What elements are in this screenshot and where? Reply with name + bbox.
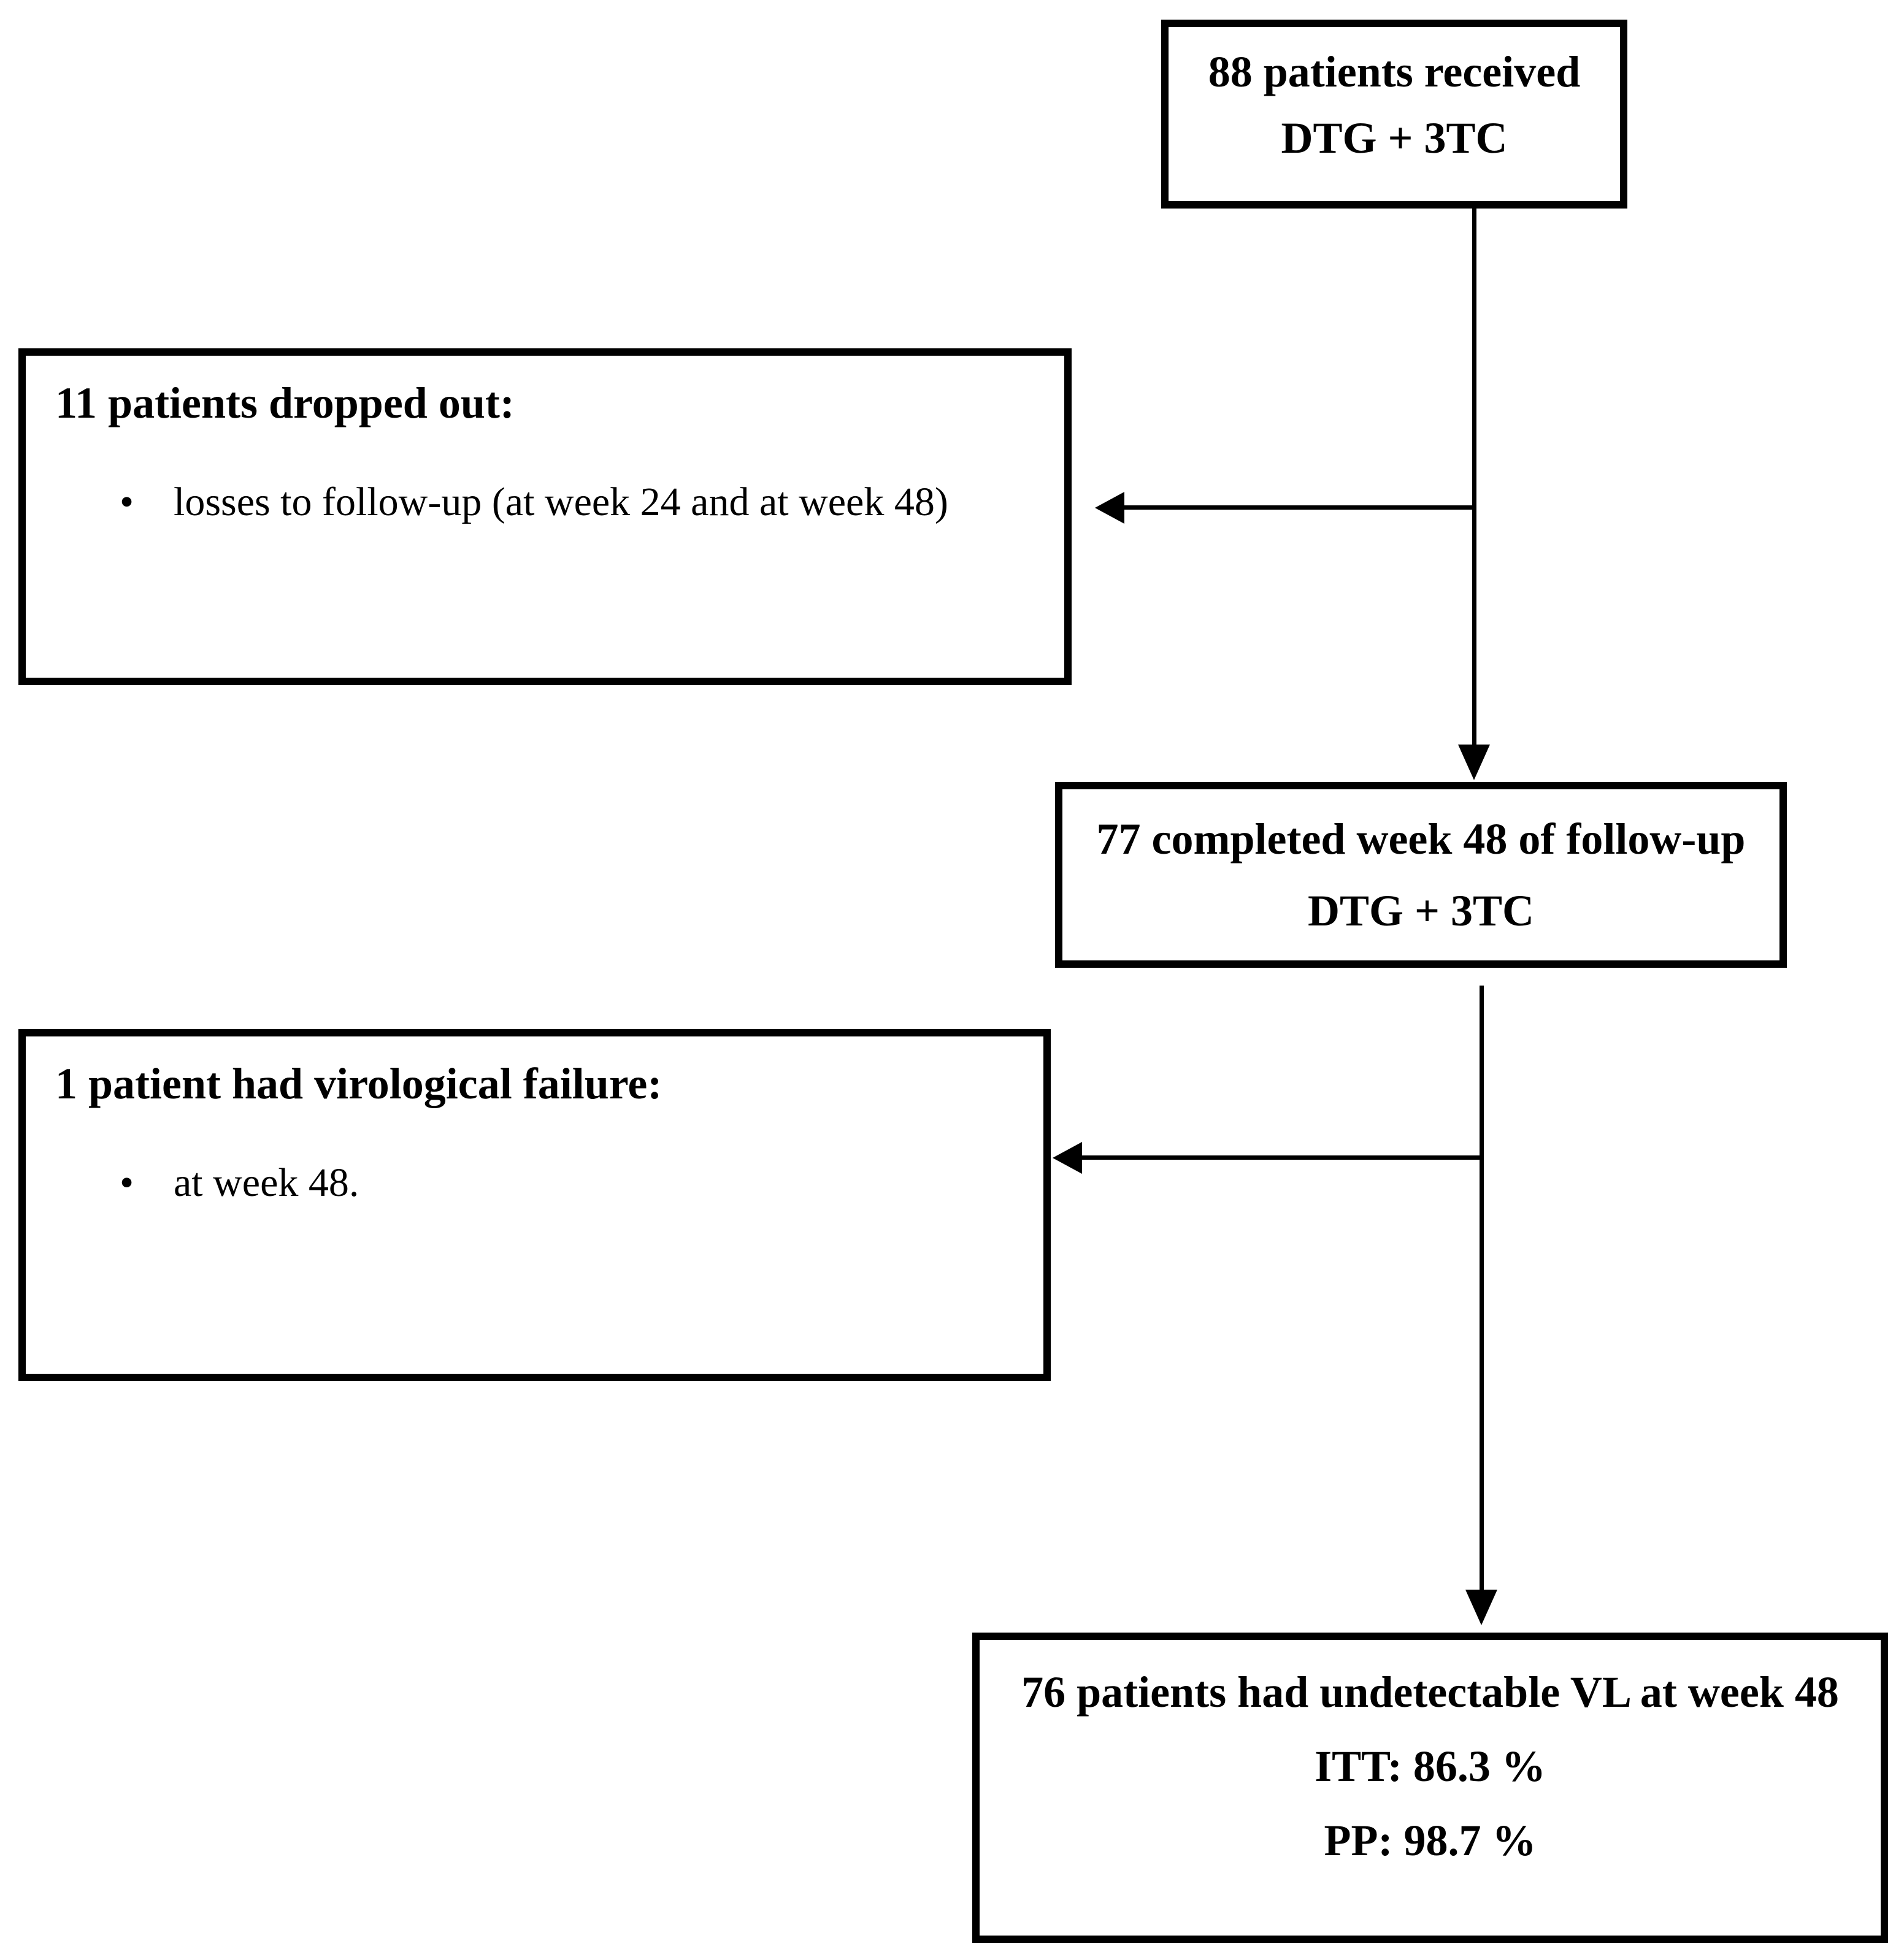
dropout-box: 11 patients dropped out: • losses to fol… xyxy=(18,348,1072,685)
completed-regimen-line: DTG + 3TC xyxy=(1307,886,1535,935)
outcome-pp-line: PP: 98.7 % xyxy=(1324,1816,1537,1865)
bullet-icon: • xyxy=(120,480,134,524)
failure-detail: at week 48. xyxy=(174,1160,359,1205)
dropout-title: 11 patients dropped out: xyxy=(55,378,515,427)
arrow-left-icon xyxy=(1095,492,1124,524)
enrollment-box: 88 patients received DTG + 3TC xyxy=(1161,20,1627,209)
bullet-icon: • xyxy=(120,1160,134,1205)
dropout-bullet-item: • losses to follow-up (at week 24 and at… xyxy=(120,462,1035,543)
outcome-itt-line: ITT: 86.3 % xyxy=(1315,1742,1546,1791)
outcome-box: 76 patients had undetectable VL at week … xyxy=(972,1633,1888,1943)
arrow-down-icon xyxy=(1465,1590,1497,1625)
completed-count-line: 77 completed week 48 of follow-up xyxy=(1096,814,1746,864)
dropout-reason: losses to follow-up (at week 24 and at w… xyxy=(174,480,948,524)
connector-enrollment-to-completed-line xyxy=(1472,209,1476,745)
arrow-left-icon xyxy=(1053,1142,1082,1174)
arrow-down-icon xyxy=(1458,745,1490,780)
failure-title: 1 patient had virological failure: xyxy=(55,1059,662,1108)
connector-to-dropout-line xyxy=(1124,505,1474,510)
failure-bullet-item: • at week 48. xyxy=(120,1143,1014,1224)
connector-to-failure-line xyxy=(1082,1155,1481,1160)
failure-box: 1 patient had virological failure: • at … xyxy=(18,1029,1051,1381)
completed-box: 77 completed week 48 of follow-up DTG + … xyxy=(1055,782,1787,968)
enrollment-count-line: 88 patients received xyxy=(1208,47,1581,96)
connector-completed-to-outcome-line xyxy=(1480,986,1484,1590)
enrollment-regimen-line: DTG + 3TC xyxy=(1281,113,1508,163)
outcome-count-line: 76 patients had undetectable VL at week … xyxy=(1021,1668,1839,1717)
